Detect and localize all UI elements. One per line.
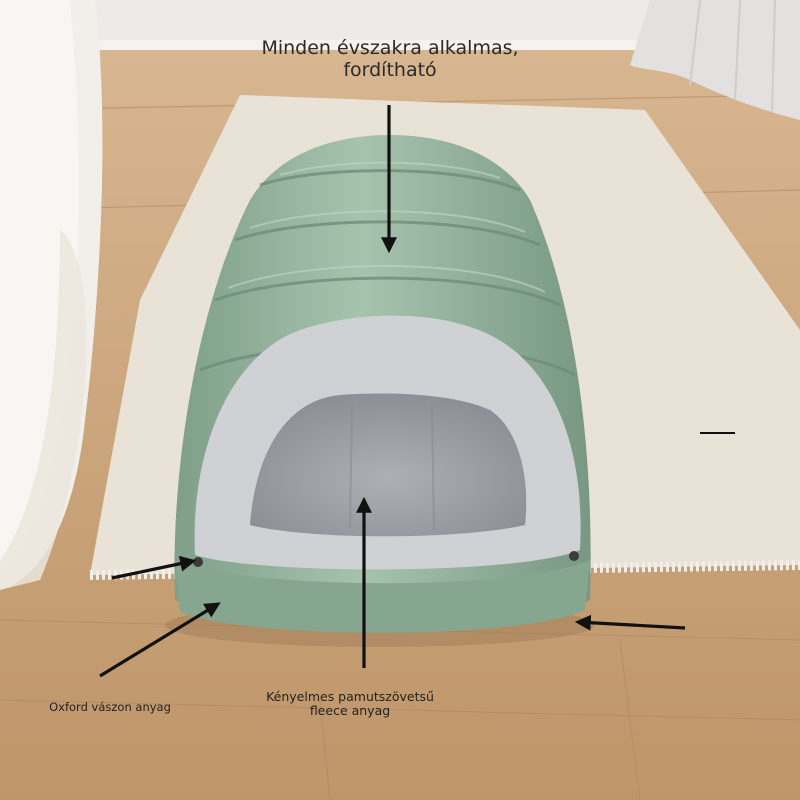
baseboard	[90, 40, 800, 50]
fleece-interior	[250, 393, 527, 537]
caption-all-season-line1: Minden évszakra alkalmas,	[261, 37, 519, 59]
caption-oxford: Oxford vászon anyag	[49, 700, 171, 714]
annotation-arrows	[99, 105, 686, 678]
arrow-oxford	[99, 602, 221, 678]
fleece-seams	[349, 404, 435, 531]
snap-button-left	[193, 557, 203, 567]
bed-base	[175, 560, 590, 633]
caption-all-season: Minden évszakra alkalmas, fordítható	[0, 37, 780, 82]
curtain-folds	[689, 0, 776, 113]
arrow-right-edge	[574, 614, 686, 631]
curtain	[630, 0, 800, 120]
caption-fleece-line2: fleece anyag	[309, 703, 391, 719]
arrow-left-button	[111, 555, 197, 580]
caption-fleece-line1: Kényelmes pamutszövetsű	[266, 689, 434, 704]
sofa-throw	[0, 230, 87, 590]
caption-all-season-line2: fordítható	[343, 58, 437, 81]
caption-fleece: Kényelmes pamutszövetsű fleece anyag	[230, 689, 470, 719]
snap-button-right	[569, 551, 579, 561]
